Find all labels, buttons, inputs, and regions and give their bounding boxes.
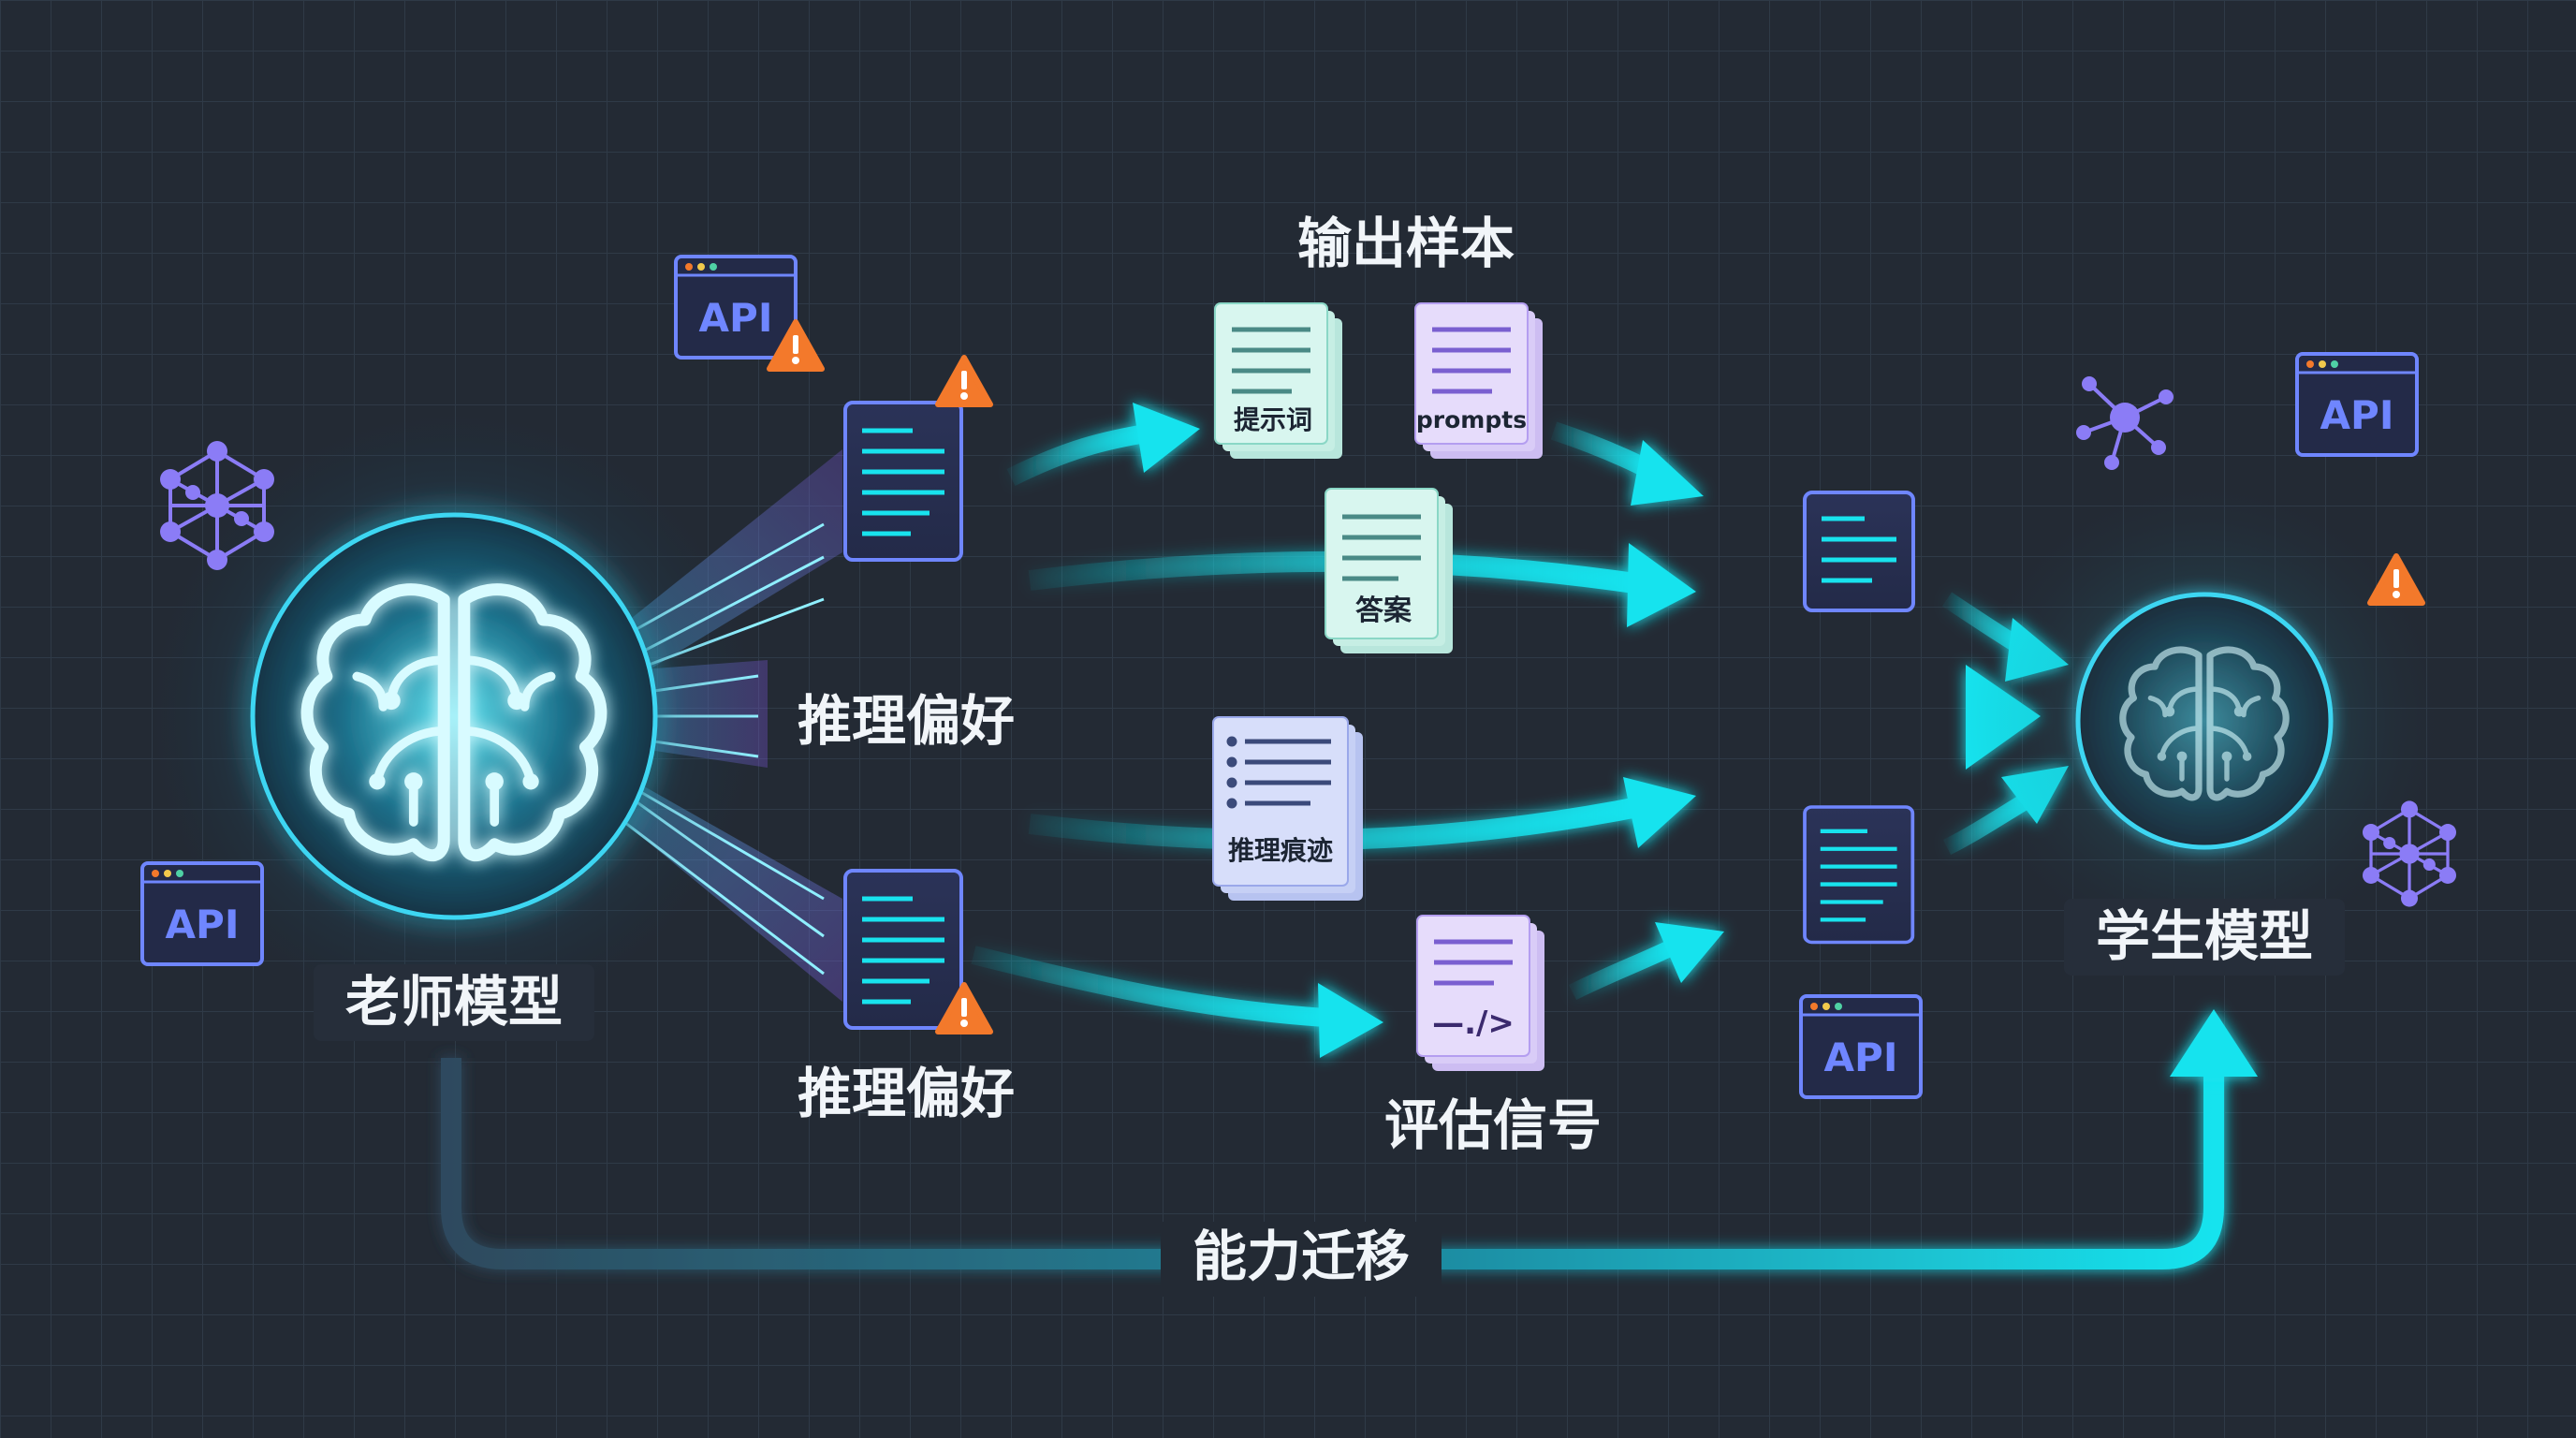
arrow-icon xyxy=(1627,543,1696,627)
arrow-icon xyxy=(1631,440,1704,506)
arrow-icon xyxy=(1623,777,1696,848)
svg-text:API: API xyxy=(166,902,240,947)
answer-label: 答案 xyxy=(1355,594,1412,627)
signal-title: 评估信号 xyxy=(1384,1093,1602,1157)
arrow-icon xyxy=(2170,1009,2258,1077)
api-window-icon: API xyxy=(1799,994,1923,1099)
teacher-model: 老师模型 xyxy=(145,407,763,1041)
teacher-label: 老师模型 xyxy=(345,970,563,1034)
branch-label-lower: 推理偏好 xyxy=(798,1062,1015,1125)
transfer-path: 能力迁移 xyxy=(441,1009,2258,1297)
trace-document-icon: 推理痕迹 xyxy=(1212,716,1363,901)
api-window-icon: API xyxy=(2295,352,2419,457)
upper-document-icon xyxy=(845,403,961,560)
signal-glyph: —./> xyxy=(1432,1005,1515,1042)
api-window-icon: API xyxy=(140,861,264,966)
arrow-icon xyxy=(1318,983,1383,1058)
converge-document-lower xyxy=(1805,807,1912,942)
student-label: 学生模型 xyxy=(2096,904,2313,968)
prompt-cn-document-icon: 提示词 xyxy=(1214,302,1342,459)
signal-document-icon: —./> xyxy=(1416,915,1544,1071)
samples-title: 输出样本 xyxy=(1297,212,1515,275)
student-model: 学生模型 xyxy=(1961,477,2448,976)
answer-document-icon: 答案 xyxy=(1325,488,1453,653)
converge-document-upper xyxy=(1805,492,1913,610)
svg-text:API: API xyxy=(2320,392,2394,438)
prompt-en-document-icon: prompts xyxy=(1414,302,1543,459)
trace-label: 推理痕迹 xyxy=(1228,835,1333,866)
hub-network-icon xyxy=(2076,376,2174,470)
branch-label-middle: 推理偏好 xyxy=(798,689,1015,753)
svg-text:API: API xyxy=(699,295,773,341)
lower-document-icon xyxy=(845,871,961,1028)
prompt-cn-label: 提示词 xyxy=(1234,404,1312,435)
prompt-en-label: prompts xyxy=(1416,406,1527,433)
api-window-icon: API xyxy=(674,255,798,360)
transfer-label: 能力迁移 xyxy=(1193,1225,1410,1288)
arrow-icon xyxy=(1133,403,1200,473)
svg-text:API: API xyxy=(1824,1034,1898,1080)
arrow-icon xyxy=(1655,922,1724,983)
